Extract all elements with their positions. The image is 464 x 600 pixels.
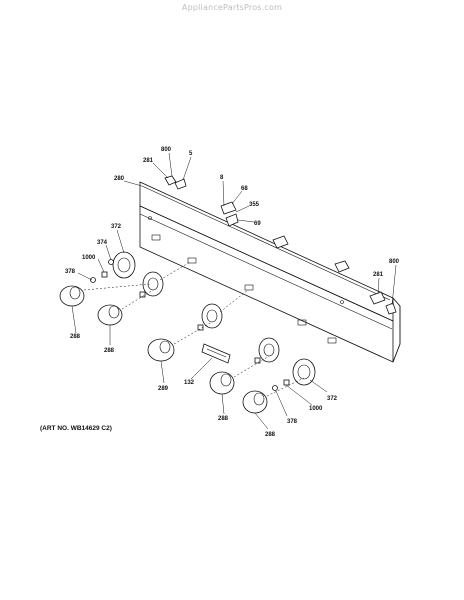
callout-355: 355: [249, 202, 260, 208]
callout-372-right: 372: [327, 396, 338, 402]
knob-288-b: [97, 304, 123, 326]
callout-labels: 800 5 281 280 8 68 355 69 372 374 1000 3…: [65, 147, 400, 438]
callout-374: 374: [97, 240, 108, 246]
bezels: [112, 251, 316, 386]
knob-288-a: [59, 285, 85, 307]
callout-8: 8: [220, 175, 224, 181]
assembly-lines: [83, 261, 305, 397]
callout-68: 68: [241, 186, 248, 192]
watermark-text: AppliancePartsPros.com: [181, 3, 283, 12]
callout-1000-right: 1000: [309, 406, 323, 412]
callout-800-top: 800: [161, 147, 172, 153]
badge-132: [201, 343, 231, 364]
small-parts: [90, 259, 290, 391]
callout-5: 5: [189, 151, 193, 157]
callout-372-left: 372: [111, 224, 122, 230]
callout-800-right: 800: [389, 259, 400, 265]
control-panel: [139, 181, 401, 363]
callout-288-c: 288: [218, 416, 229, 422]
art-number: (ART NO. WB14629 C2): [40, 425, 112, 432]
callout-281-top: 281: [143, 158, 154, 164]
callout-288-d: 288: [265, 432, 276, 438]
callout-281-right: 281: [373, 272, 384, 278]
knob-288-c: [209, 371, 235, 395]
knob-288-d: [242, 390, 268, 414]
leader-lines: [71, 152, 397, 430]
callout-288-b: 288: [104, 348, 115, 354]
callout-69: 69: [254, 221, 261, 227]
callout-280: 280: [114, 176, 125, 182]
top-clips: [164, 175, 397, 315]
knob-289: [147, 338, 175, 362]
callout-378-left: 378: [65, 269, 76, 275]
callout-289: 289: [158, 386, 169, 392]
callout-132: 132: [184, 380, 195, 386]
callout-288-a: 288: [70, 334, 81, 340]
callout-378-right: 378: [287, 419, 298, 425]
callout-1000-left: 1000: [82, 255, 96, 261]
knobs: [59, 285, 268, 414]
